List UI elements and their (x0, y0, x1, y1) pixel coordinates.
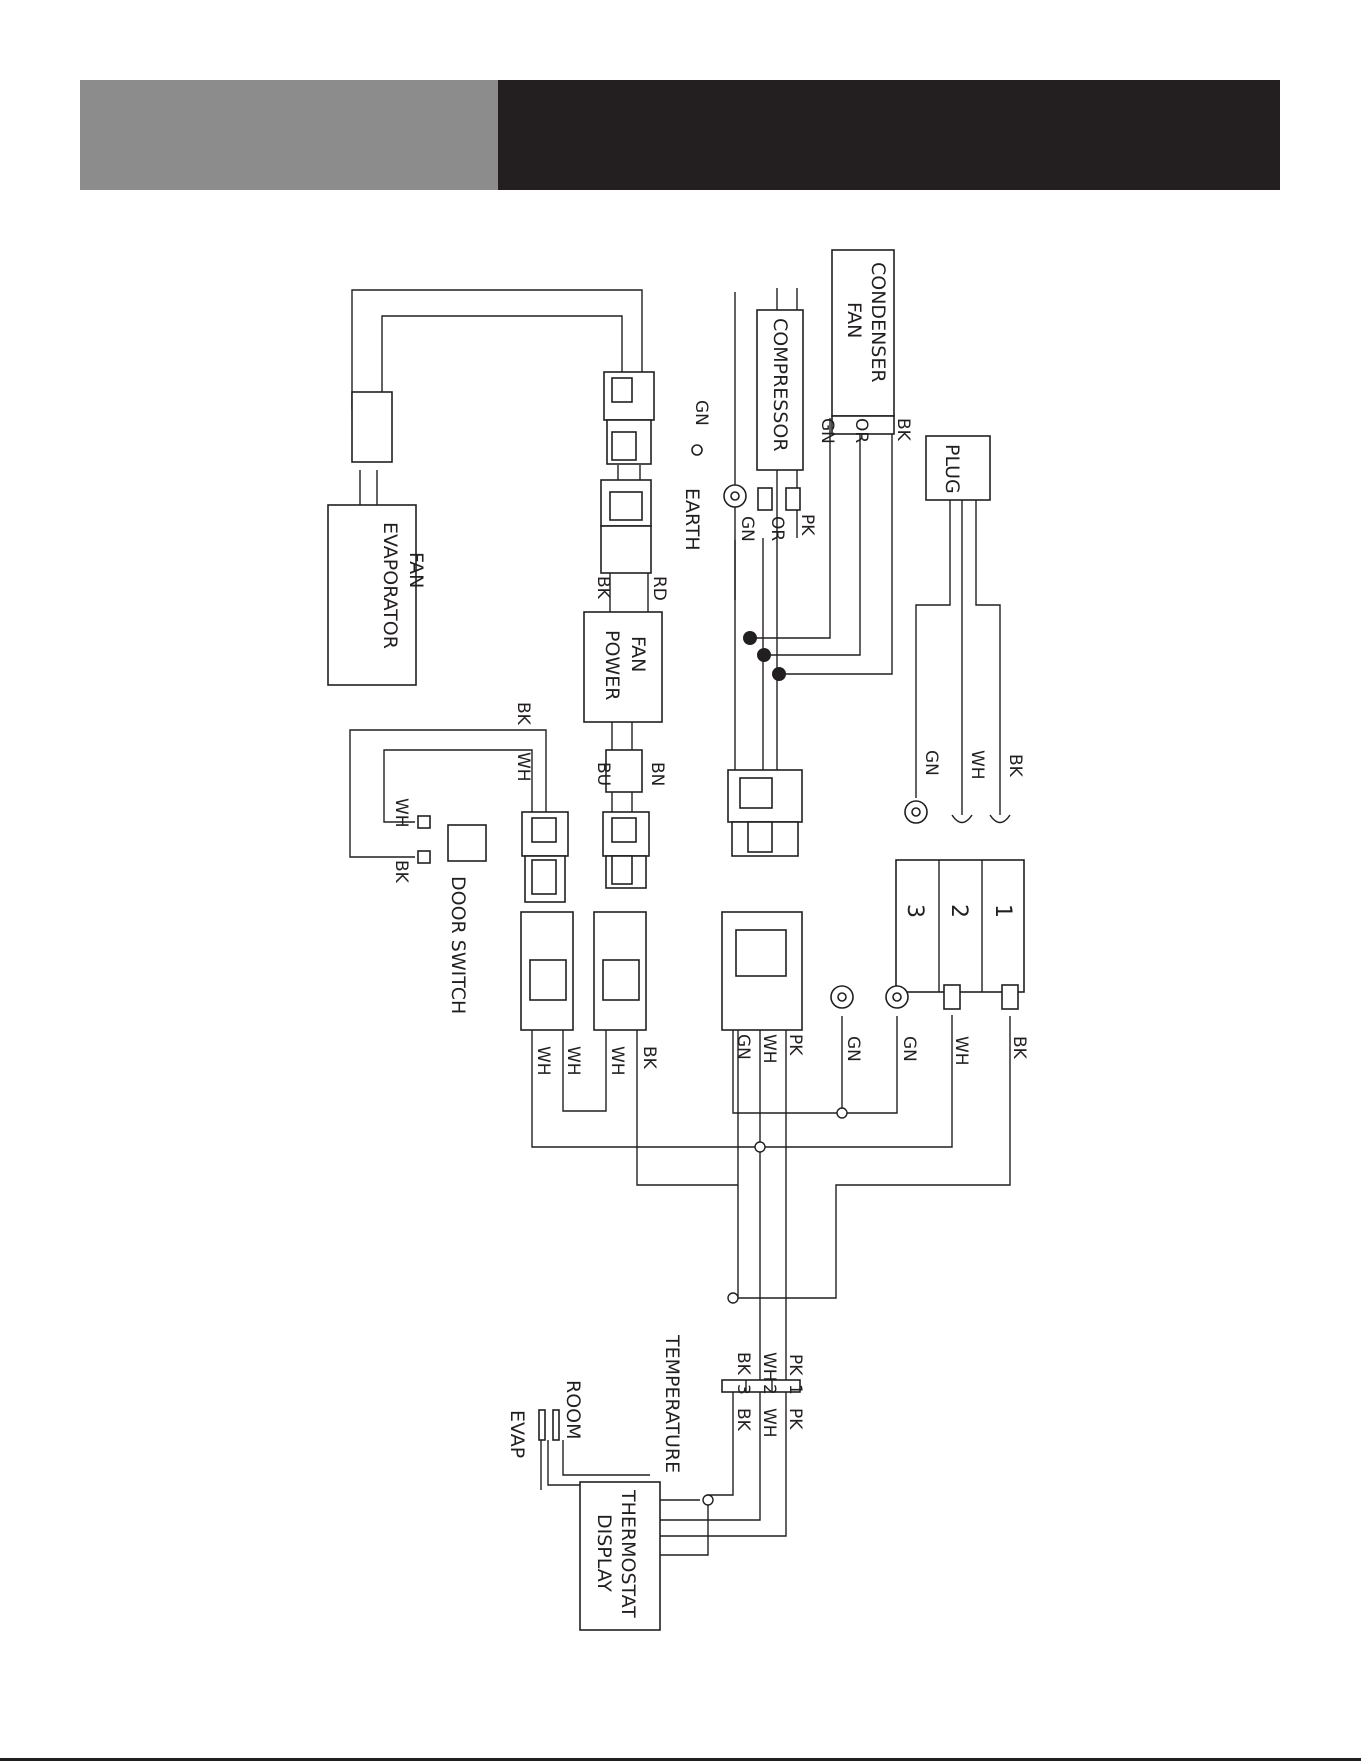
svg-text:BK: BK (391, 860, 411, 884)
svg-text:WH: WH (391, 798, 411, 828)
svg-text:OR: OR (767, 516, 787, 541)
plug-box: PLUG (926, 436, 990, 500)
terminal-2: 2 (946, 904, 971, 918)
fan-power-box: FANPOWER (584, 612, 662, 722)
door-switch-body (418, 816, 486, 863)
svg-text:BK: BK (733, 1352, 753, 1376)
svg-text:RD: RD (649, 576, 669, 601)
room-label: ROOM (562, 1380, 584, 1440)
svg-text:WH: WH (533, 1046, 553, 1076)
svg-text:1: 1 (785, 1384, 805, 1395)
temperature-label: TEMPERATURE (661, 1334, 683, 1473)
component-labels: DOOR SWITCH EARTH TEMPERATURE ROOM EVAP (447, 488, 703, 1473)
sensor-probes (539, 1410, 559, 1440)
svg-text:BK: BK (1009, 1036, 1029, 1060)
svg-text:BK: BK (893, 418, 913, 442)
compressor-label: COMPRESSOR (769, 318, 791, 452)
svg-text:GN: GN (843, 1036, 863, 1062)
svg-text:2: 2 (759, 1384, 779, 1395)
svg-text:WH: WH (951, 1036, 971, 1066)
svg-text:WH: WH (513, 752, 533, 782)
svg-text:WH: WH (759, 1034, 779, 1064)
svg-text:BK: BK (593, 576, 613, 600)
compressor-box: COMPRESSOR (757, 310, 803, 470)
svg-text:BK: BK (1005, 754, 1025, 778)
svg-text:PK: PK (785, 1408, 805, 1430)
svg-text:WH: WH (759, 1352, 779, 1382)
thermostat-display-box: THERMOSTATDISPLAY (580, 1482, 660, 1630)
svg-text:WH: WH (967, 750, 987, 780)
svg-text:GN: GN (921, 750, 941, 776)
svg-text:BU: BU (593, 762, 613, 786)
svg-text:GN: GN (737, 516, 757, 542)
svg-text:BN: BN (647, 762, 667, 786)
svg-text:WH: WH (607, 1046, 627, 1076)
connectors-bottom (521, 912, 802, 1030)
svg-text:GN: GN (899, 1036, 919, 1062)
svg-text:PK: PK (797, 514, 817, 536)
svg-text:GN: GN (817, 418, 837, 444)
condenser-fan-box: CONDENSERFAN (832, 250, 894, 434)
svg-text:WH: WH (759, 1408, 779, 1438)
svg-text:PK: PK (785, 1034, 805, 1056)
terminal-3: 3 (902, 904, 927, 918)
plug-label: PLUG (941, 444, 963, 494)
terminal-1: 1 (990, 904, 1015, 918)
door-switch-label: DOOR SWITCH (447, 876, 469, 1014)
terminal-block: 1 2 3 (896, 860, 1024, 992)
svg-text:GN: GN (733, 1034, 753, 1060)
earth-label: EARTH (681, 488, 703, 551)
svg-text:OR: OR (851, 418, 871, 443)
evap-label: EVAP (506, 1410, 528, 1458)
svg-text:GN: GN (691, 400, 711, 426)
svg-text:BK: BK (513, 702, 533, 726)
svg-text:BK: BK (733, 1408, 753, 1432)
svg-text:PK: PK (785, 1354, 805, 1376)
svg-text:3: 3 (733, 1384, 753, 1395)
svg-text:BK: BK (639, 1046, 659, 1070)
svg-text:WH: WH (563, 1046, 583, 1076)
